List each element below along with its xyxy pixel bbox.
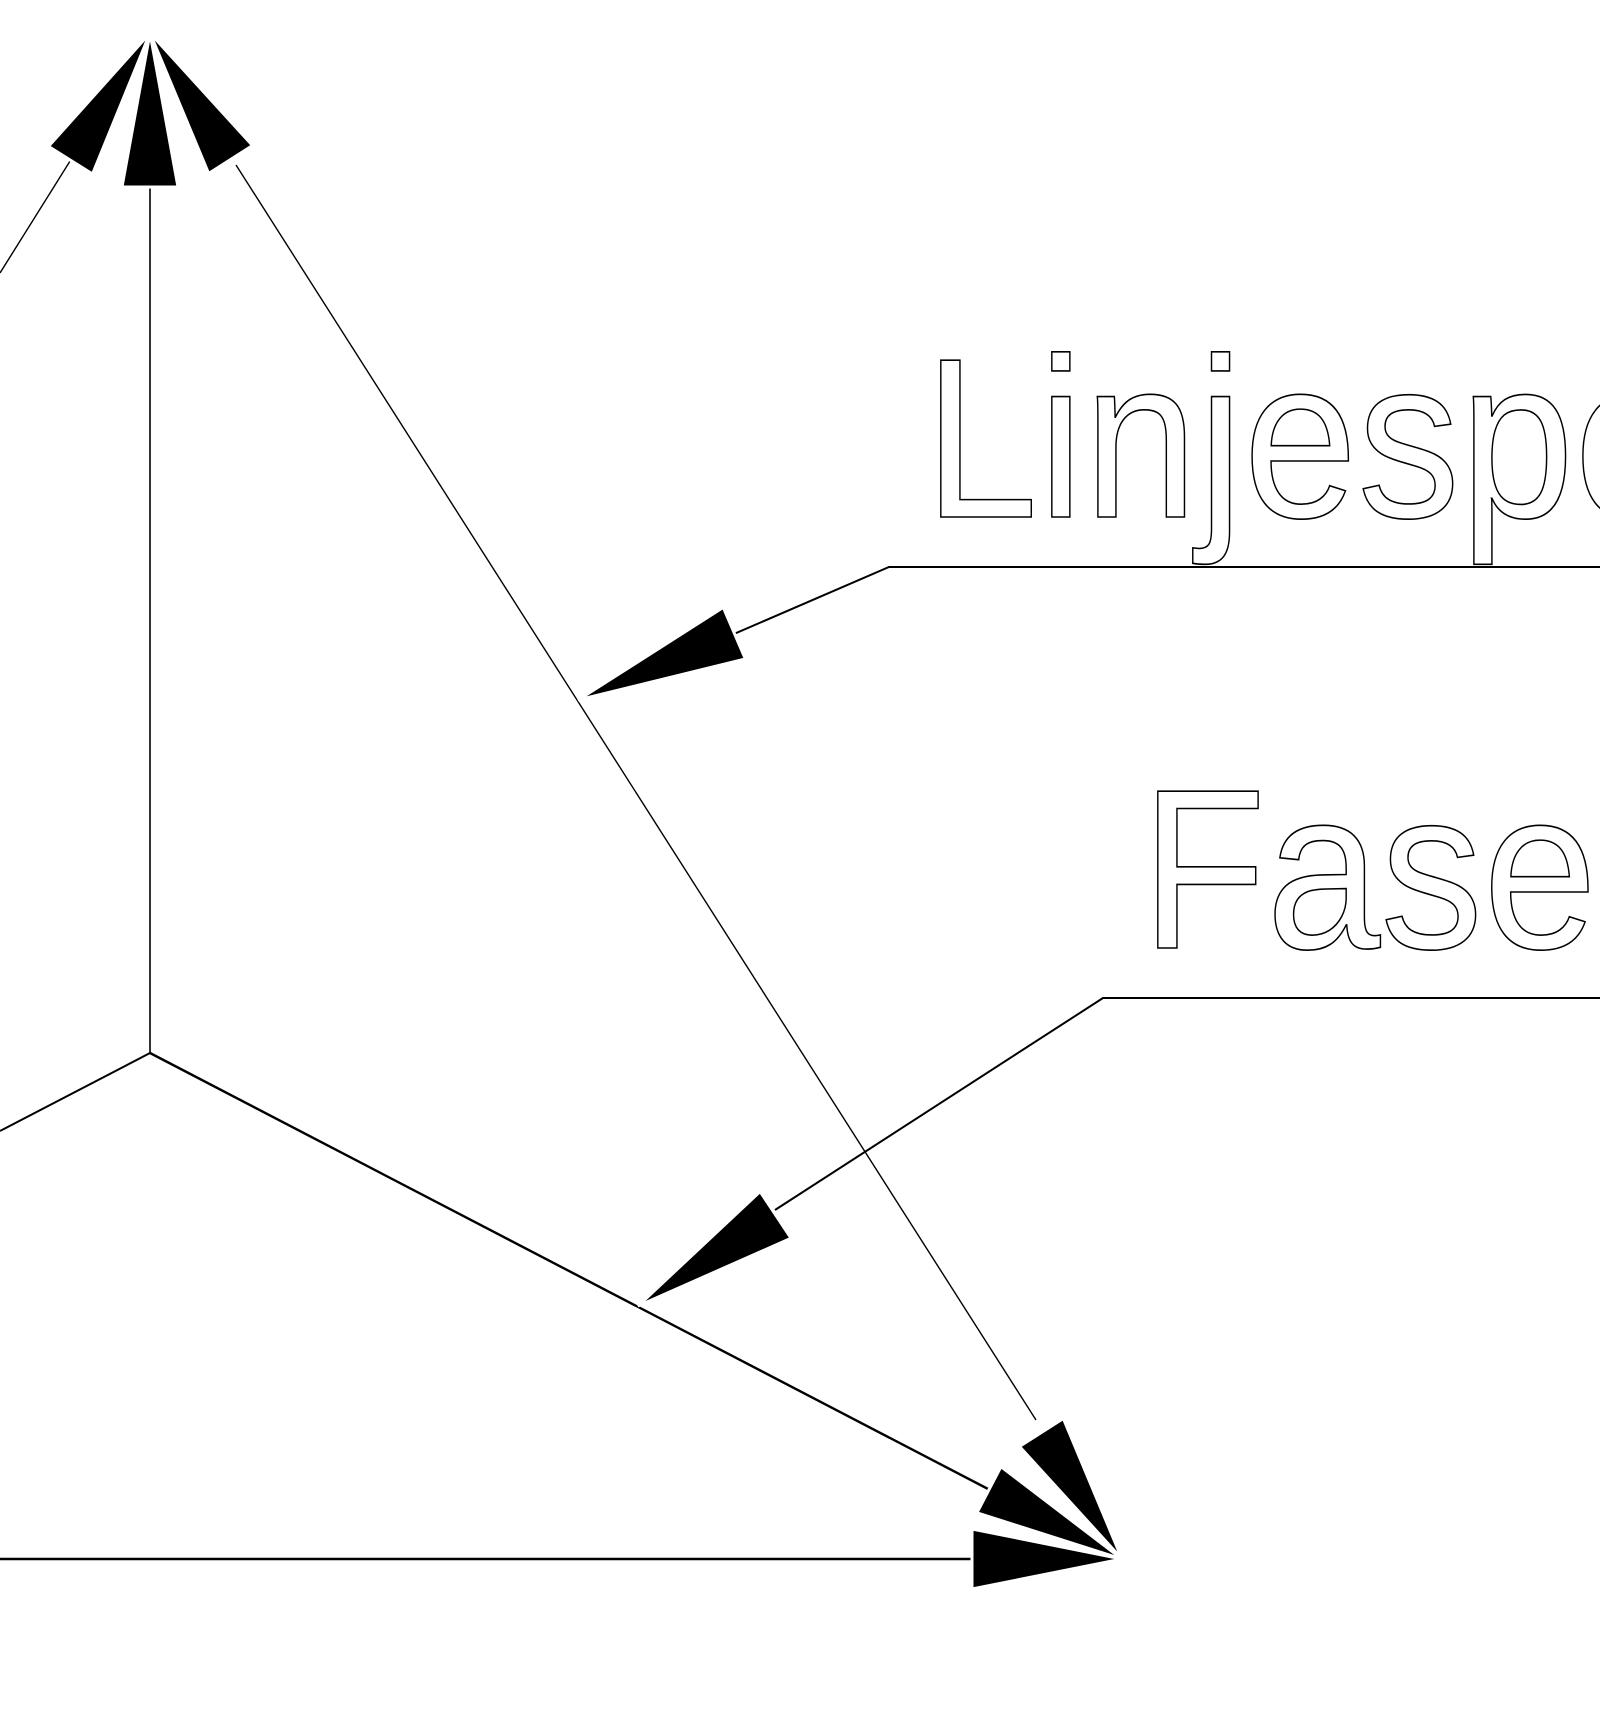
arrowhead-left-upper-icon [46,31,152,177]
phase-voltage-leader [774,997,1600,1211]
line-voltage-leader [719,566,1600,641]
arrowhead-phase-icon [974,1464,1123,1561]
phase-voltage-label: Fase [1141,742,1597,996]
phase-voltage-phasor [149,1051,991,1492]
line-voltage-label: Linjespe [924,311,1600,565]
arrowhead-horizontal-icon [970,1527,1123,1591]
phasor-left-lower [0,1052,151,1132]
arrowhead-line-leader-icon [577,605,748,702]
arrowhead-vertical-icon [120,32,180,189]
arrowhead-line-top-icon [148,31,255,176]
arrowhead-phase-leader-icon [636,1189,794,1308]
line-voltage-phasor [235,164,1037,1421]
arrowhead-line-bottom-icon [1017,1416,1124,1561]
